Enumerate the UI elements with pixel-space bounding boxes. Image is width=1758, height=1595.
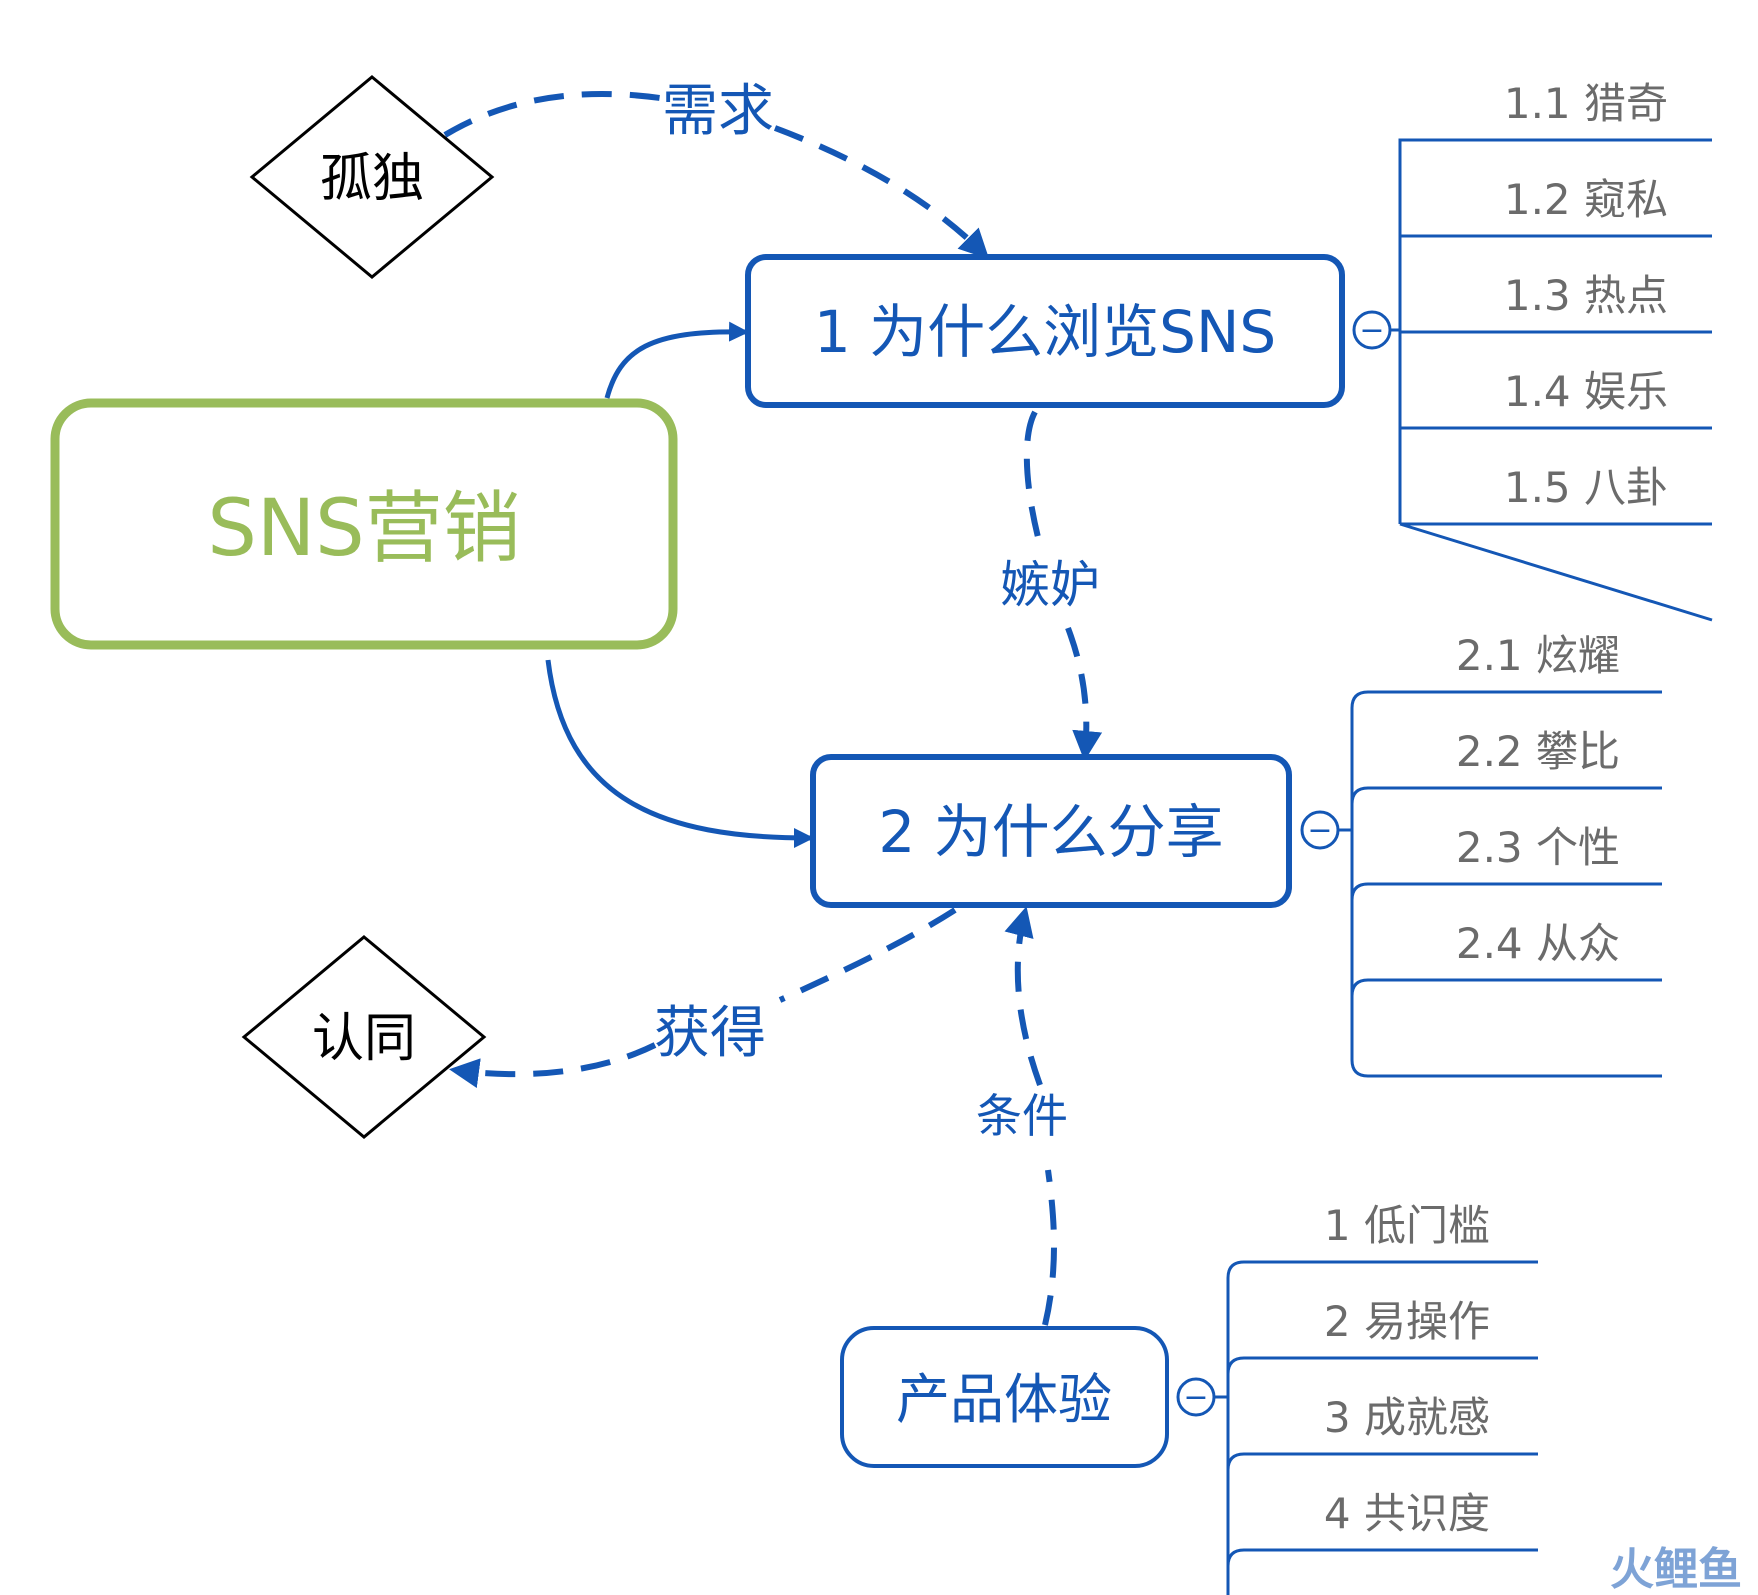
central-topic-label: SNS营销 [207,484,520,574]
topic-product[interactable]: 产品体验 [840,1326,1169,1468]
relation-demand-curve [443,90,985,255]
topic-browse-label: 1 为什么浏览SNS [814,298,1276,366]
product-subtopic-2[interactable]: 2 易操作 [1324,1297,1490,1346]
topic-browse[interactable]: 1 为什么浏览SNS [745,254,1345,408]
collapse-toggle-browse[interactable]: − [1352,310,1392,350]
share-subtopic-2[interactable]: 2.2 攀比 [1456,727,1620,776]
diamond-lonely-label: 孤独 [320,149,424,209]
product-subtopic-underline [1226,1548,1538,1567]
browse-subtopic-2[interactable]: 1.2 窥私 [1504,175,1668,224]
share-subtopic-underline [1350,978,1662,997]
product-subtopic-underline [1226,1452,1538,1471]
connector-center-to-browse [604,321,749,399]
product-subtopics: 1 低门槛 2 易操作 3 成就感 4 共识度 [1214,1201,1538,1595]
share-subtopic-3[interactable]: 2.3 个性 [1456,823,1620,872]
browse-subtopic-3[interactable]: 1.3 热点 [1504,271,1668,320]
topic-share-label: 2 为什么分享 [878,798,1223,866]
product-subtopic-3[interactable]: 3 成就感 [1324,1393,1490,1442]
collapse-toggle-product[interactable]: − [1176,1377,1216,1417]
relation-jealousy-label: 嫉妒 [1000,556,1100,614]
diamond-lonely[interactable]: 孤独 [249,75,495,279]
product-subtopic-1[interactable]: 1 低门槛 [1324,1201,1490,1250]
relation-gain-label: 获得 [654,1001,766,1066]
browse-subtopics: 1.1 猎奇 1.2 窥私 1.3 热点 1.4 娱乐 1.5 八卦 [1390,79,1713,622]
share-subtopic-1[interactable]: 2.1 炫耀 [1456,631,1620,680]
browse-branch-stem [1398,138,1712,524]
relation-gain-curve [455,907,957,1074]
browse-subtopic-5[interactable]: 1.5 八卦 [1504,463,1668,512]
product-branch-bottom [1226,1550,1230,1595]
product-branch-stem [1226,1260,1538,1550]
connector-center-to-share [545,659,814,848]
relation-condition-curve [1018,912,1057,1326]
browse-subtopic-1[interactable]: 1.1 猎奇 [1504,79,1668,128]
relation-jealousy-curve [1023,410,1087,755]
share-branch-stem [1350,690,1662,980]
share-branch-bottom [1350,980,1662,1078]
diamond-recognition[interactable]: 认同 [241,935,487,1139]
browse-subtopic-4[interactable]: 1.4 娱乐 [1504,367,1668,416]
central-topic[interactable]: SNS营销 [50,398,678,650]
relation-demand-label: 需求 [662,79,774,144]
collapse-toggle-share-symbol: − [1307,813,1332,848]
share-subtopics: 2.1 炫耀 2.2 攀比 2.3 个性 2.4 从众 [1338,631,1662,1078]
topic-share[interactable]: 2 为什么分享 [810,754,1292,908]
share-subtopic-underline [1350,786,1662,805]
topic-product-label: 产品体验 [896,1368,1112,1431]
collapse-toggle-share[interactable]: − [1300,810,1340,850]
browse-subtopic-underline [1399,522,1713,622]
relation-condition-label: 条件 [976,1089,1068,1143]
share-subtopic-4[interactable]: 2.4 从众 [1456,919,1620,968]
product-subtopic-4[interactable]: 4 共识度 [1324,1489,1490,1538]
collapse-toggle-browse-symbol: − [1359,313,1384,348]
collapse-toggle-product-symbol: − [1183,1380,1208,1415]
diamond-recognition-label: 认同 [312,1009,416,1069]
product-subtopic-underline [1226,1356,1538,1375]
watermark-logo: 火鲤鱼 [1610,1544,1742,1595]
share-subtopic-underline [1350,882,1662,901]
